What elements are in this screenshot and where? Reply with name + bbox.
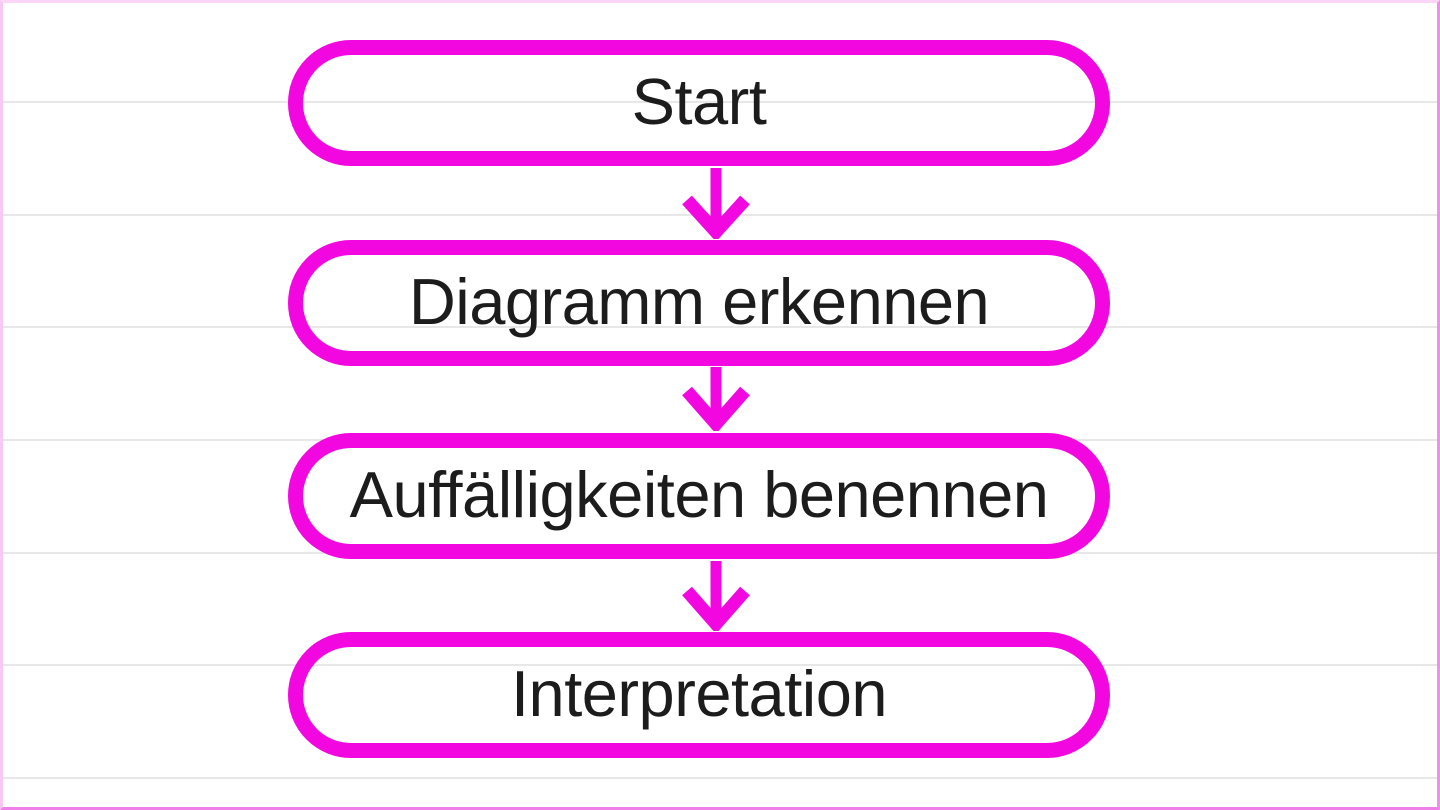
flow-node-label: Auffälligkeiten benennen xyxy=(349,457,1049,531)
flow-node-label: Interpretation xyxy=(510,656,888,730)
ruled-line xyxy=(0,101,1440,103)
arrow-down-icon xyxy=(682,367,750,431)
ruled-line xyxy=(0,326,1440,328)
flow-node-start: Start xyxy=(288,40,1110,166)
flow-node-label: Start xyxy=(631,64,767,138)
flow-node-interpretation: Interpretation xyxy=(288,632,1110,758)
arrow-down-icon xyxy=(682,168,750,239)
ruled-line xyxy=(0,777,1440,779)
flow-node-diagramm-erkennen: Diagramm erkennen xyxy=(288,240,1110,366)
ruled-line xyxy=(0,664,1440,666)
flow-node-auffaelligkeiten-benennen: Auffälligkeiten benennen xyxy=(288,433,1110,559)
arrow-down-icon xyxy=(682,561,750,631)
flow-node-label: Diagramm erkennen xyxy=(408,264,990,338)
